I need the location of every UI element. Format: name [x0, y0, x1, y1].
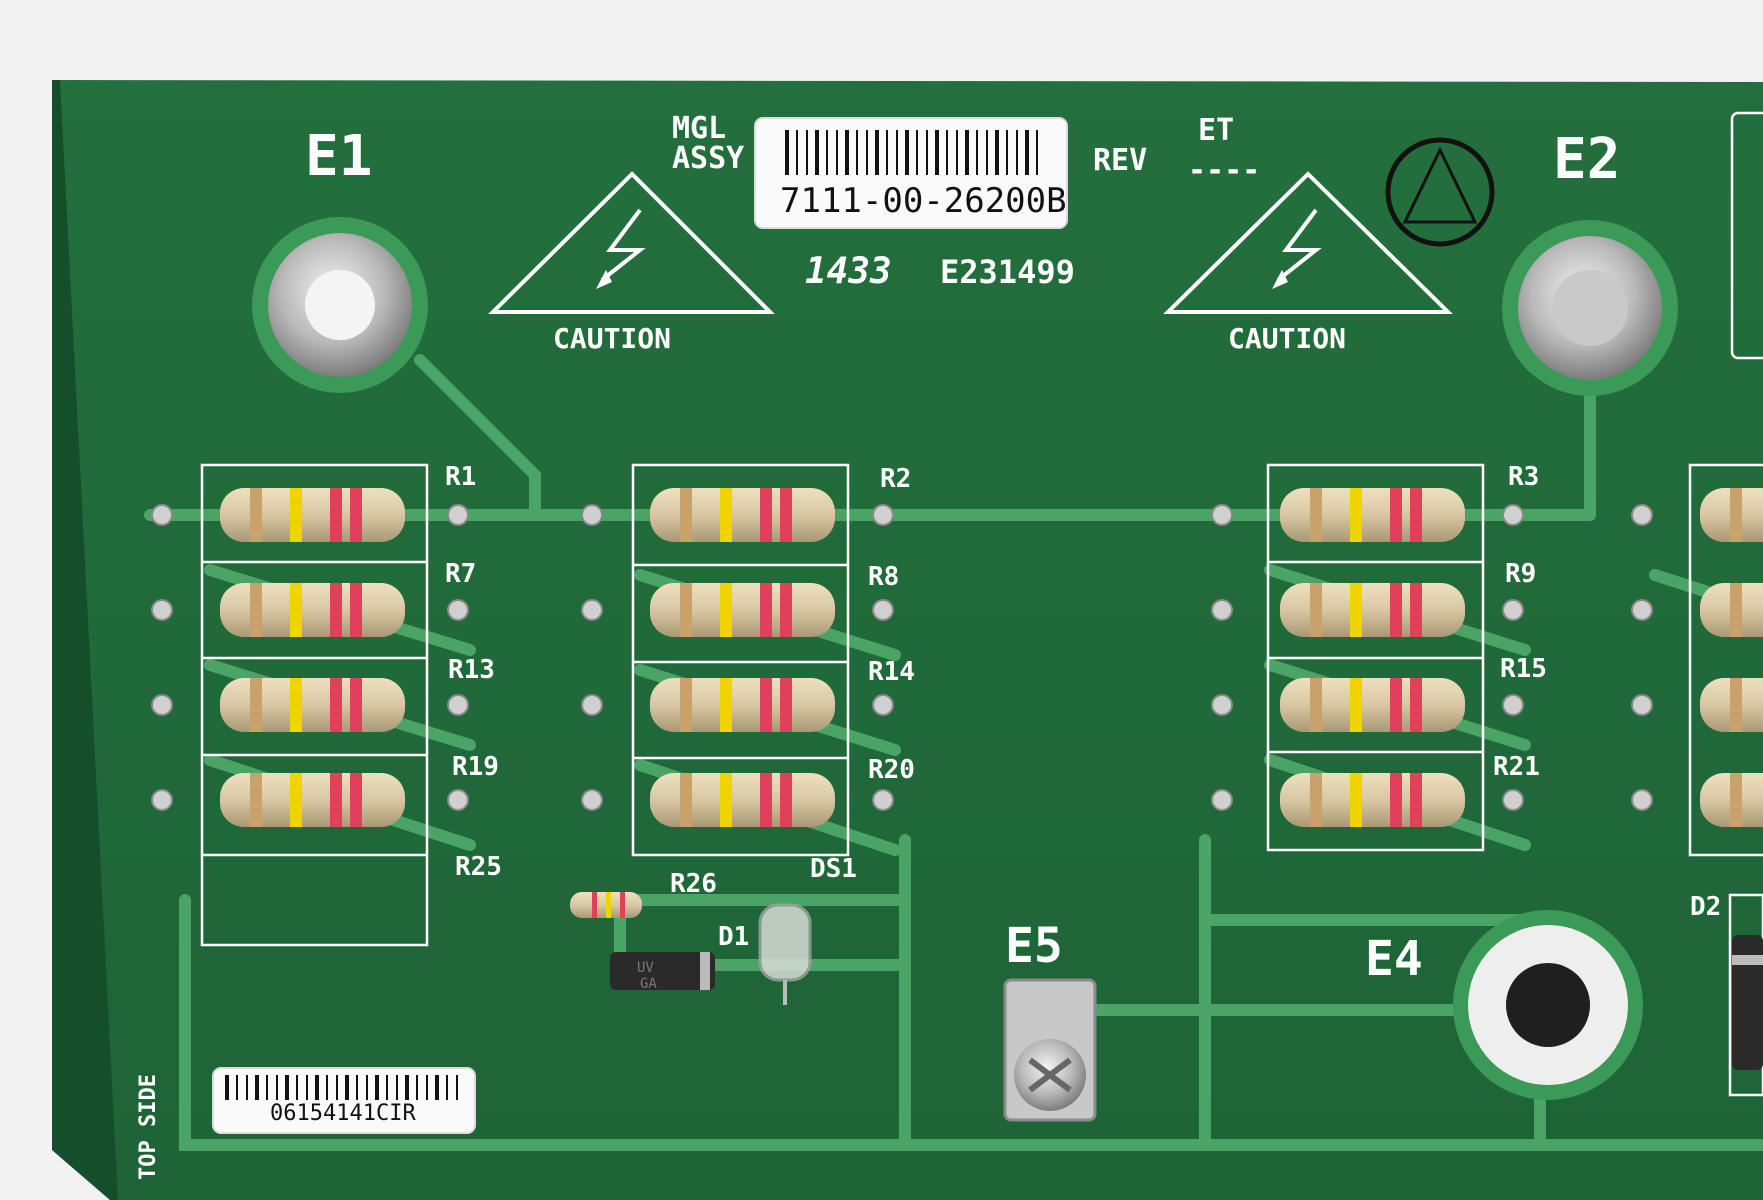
barcode-sticker-main: 7111-00-26200B [754, 117, 1068, 229]
resistor-body [581, 583, 894, 637]
resistor-r26-part [540, 892, 665, 918]
resistor-label: R1 [445, 462, 476, 492]
header-mgl: MGL [672, 111, 726, 146]
resistor-label: R15 [1500, 654, 1547, 684]
header-rev-value: ---- [1188, 153, 1260, 188]
resistor-body [1631, 488, 1763, 542]
header-rev-label: REV [1093, 143, 1147, 178]
caution-label-left: CAUTION [553, 322, 671, 355]
resistor-label: R2 [880, 464, 911, 494]
resistor-label: R7 [445, 559, 476, 589]
diode-marking-bottom: GA [640, 976, 657, 992]
barcode-label-main: 7111-00-26200B [780, 181, 1067, 221]
resistor-body [581, 488, 894, 542]
resistor-label: R8 [868, 562, 899, 592]
resistor-array [151, 488, 1763, 827]
resistor-body [1631, 773, 1763, 827]
component-label-d2: D2 [1690, 892, 1721, 922]
terminal-e5 [1003, 978, 1097, 1122]
resistor-body [1211, 678, 1524, 732]
header-lot-code: 1433 [805, 251, 892, 292]
terminal-e1 [252, 217, 428, 393]
resistor-body [151, 678, 469, 732]
resistor-label: R19 [452, 752, 499, 782]
resistor-body [151, 583, 469, 637]
terminal-label-e4: E4 [1365, 931, 1423, 987]
terminal-label-e2: E2 [1553, 127, 1620, 192]
esd-stamp [1385, 137, 1495, 247]
component-label-d1: D1 [718, 922, 749, 952]
resistor-label: R25 [455, 852, 502, 882]
barcode-sticker-serial: 06154141CIR [212, 1067, 476, 1134]
component-label-ds1: DS1 [810, 854, 857, 884]
caution-triangle-right [1163, 171, 1453, 314]
resistor-label: R26 [670, 869, 717, 899]
terminal-label-e1: E1 [305, 124, 372, 189]
silkscreen-outlines [200, 111, 1763, 1097]
terminal-label-e5: E5 [1005, 918, 1063, 974]
board-edge-shadow [52, 80, 118, 1200]
resistor-label: R9 [1505, 559, 1536, 589]
resistor-label: R14 [868, 657, 915, 687]
barcode-label-serial: 06154141CIR [270, 1101, 416, 1126]
resistor-label: R21 [1493, 752, 1540, 782]
terminal-e4 [1453, 910, 1643, 1100]
resistor-body [151, 773, 469, 827]
caution-label-right: CAUTION [1228, 322, 1346, 355]
resistor-body [1211, 583, 1524, 637]
terminal-e2 [1502, 220, 1678, 396]
resistor-label: R3 [1508, 462, 1539, 492]
resistor-body [151, 488, 469, 542]
diode-marking-top: UV [637, 960, 654, 976]
resistor-body [581, 773, 894, 827]
resistor-label: R13 [448, 655, 495, 685]
lamp-ds1 [758, 903, 812, 1005]
resistor-body [581, 678, 894, 732]
resistor-body [1631, 678, 1763, 732]
header-et: ET [1198, 113, 1234, 148]
diode-d1-part [530, 952, 790, 990]
header-assy: ASSY [672, 141, 744, 176]
resistor-body [1211, 488, 1524, 542]
header-ul-code: E231499 [940, 253, 1075, 291]
caution-triangle-left [488, 171, 775, 314]
side-label: TOP SIDE [136, 1074, 161, 1180]
resistor-body [1211, 773, 1524, 827]
resistor-body [1631, 583, 1763, 637]
resistor-label: R20 [868, 755, 915, 785]
diode-d2-part [1732, 880, 1763, 1110]
